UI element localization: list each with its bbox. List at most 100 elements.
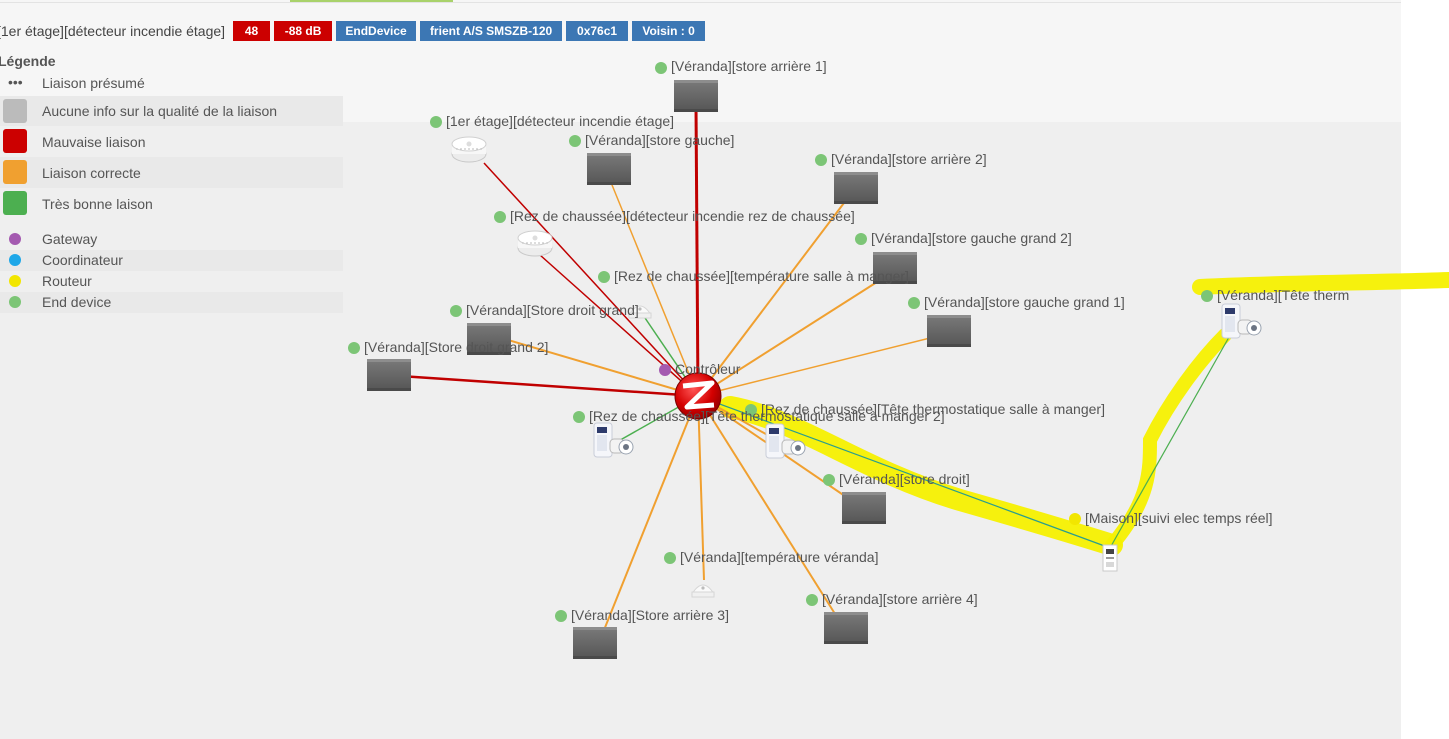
legend-item-bad: Mauvaise liaison <box>0 126 343 157</box>
orange-swatch-icon <box>3 160 27 184</box>
legend-item-router: Routeur <box>0 271 343 292</box>
link-store-gauche-grand-2 <box>697 274 889 397</box>
legend-label: Liaison présumé <box>42 75 145 91</box>
temperature-sensor-icon[interactable] <box>691 584 715 598</box>
end-device-dot-icon <box>598 271 610 283</box>
end-device-dot-icon <box>1201 290 1213 302</box>
end-device-dot-icon <box>573 411 585 423</box>
node-label-tete-thermo-2[interactable]: [Rez de chaussée][Tête thermostatique sa… <box>589 408 945 424</box>
link-temp-veranda <box>697 395 705 581</box>
lqi-badge: 48 <box>233 21 271 41</box>
end-device-dot-icon <box>908 297 920 309</box>
din-rail-meter-icon[interactable] <box>1102 544 1118 572</box>
node-label-store-arriere-1[interactable]: [Véranda][store arrière 1] <box>671 58 827 74</box>
link-detecteur-etage <box>483 162 699 397</box>
dots-icon: ••• <box>8 74 23 90</box>
legend-label: Gateway <box>42 231 98 247</box>
legend-item-ok: Liaison correcte <box>0 157 343 188</box>
shutter-icon[interactable] <box>834 172 878 204</box>
legend-label: Aucune info sur la qualité de la liaison <box>42 103 278 119</box>
legend-label: Liaison correcte <box>42 165 141 181</box>
legend-item-gateway: Gateway <box>0 229 343 250</box>
selected-node-title: [1er étage][détecteur incendie étage] <box>0 23 226 39</box>
thermostatic-valve-icon[interactable] <box>1221 303 1262 339</box>
node-label-detecteur-etage[interactable]: [1er étage][détecteur incendie étage] <box>446 113 674 129</box>
node-label-store-grand-2[interactable]: [Véranda][Store droit grand 2] <box>364 339 548 355</box>
highlight-stroke-up <box>1105 328 1232 552</box>
node-label-suivi-elec[interactable]: [Maison][suivi elec temps réel] <box>1085 510 1273 526</box>
link-tete-veranda <box>1109 329 1234 549</box>
node-label-store-gauche-grand-1[interactable]: [Véranda][store gauche grand 1] <box>924 294 1125 310</box>
node-label-tete-veranda[interactable]: [Véranda][Tête therm <box>1217 287 1349 303</box>
node-label-store-arriere-4[interactable]: [Véranda][store arrière 4] <box>822 591 978 607</box>
node-label-store-arriere-3[interactable]: [Véranda][Store arrière 3] <box>571 607 729 623</box>
device-type-badge: EndDevice <box>336 21 417 41</box>
shutter-icon[interactable] <box>824 612 868 644</box>
red-swatch-icon <box>3 129 27 153</box>
legend-label: Coordinateur <box>42 252 123 268</box>
node-label-temp-salle[interactable]: [Rez de chaussée][température salle à ma… <box>614 268 909 284</box>
router-dot-icon <box>9 275 21 287</box>
smoke-detector-icon[interactable] <box>517 230 553 257</box>
end-device-dot-icon <box>815 154 827 166</box>
neighbors-badge: Voisin : 0 <box>632 21 706 41</box>
legend-item-presumed: ••• Liaison présumé <box>0 72 343 96</box>
router-dot-icon <box>1069 513 1081 525</box>
end-device-dot-icon <box>494 211 506 223</box>
link-store-gauche-grand-1 <box>697 334 943 397</box>
device-icons <box>367 80 1262 659</box>
controller-label: Contrôleur <box>675 361 741 377</box>
legend-label: End device <box>42 294 112 310</box>
end-device-dot-icon <box>655 62 667 74</box>
legend-item-end-device: End device <box>0 292 343 313</box>
shutter-icon[interactable] <box>587 153 631 185</box>
legend-label: Mauvaise liaison <box>42 134 146 150</box>
node-label-tete-thermo-1[interactable]: [Rez de chaussée][Tête thermostatique sa… <box>761 401 1105 417</box>
links <box>399 105 1234 641</box>
node-label-store-droit[interactable]: [Véranda][store droit] <box>839 471 970 487</box>
thermostatic-valve-icon[interactable] <box>593 422 634 458</box>
shutter-icon[interactable] <box>367 359 411 391</box>
coordinator-dot-icon <box>9 254 21 266</box>
legend: Légende ••• Liaison présumé Aucune info … <box>0 50 343 313</box>
grey-swatch-icon <box>3 99 27 123</box>
green-swatch-icon <box>3 191 27 215</box>
link-store-droit-grand <box>507 339 699 397</box>
rssi-badge: -88 dB <box>274 21 333 41</box>
end-device-dot-icon <box>9 296 21 308</box>
address-badge: 0x76c1 <box>566 21 629 41</box>
node-label-temp-veranda[interactable]: [Véranda][température véranda] <box>680 549 878 565</box>
gateway-dot-icon <box>659 364 671 376</box>
end-device-dot-icon <box>348 342 360 354</box>
node-label-store-arriere-2[interactable]: [Véranda][store arrière 2] <box>831 151 987 167</box>
network-graph-panel <box>0 0 1401 739</box>
shutter-icon[interactable] <box>674 80 718 112</box>
gateway-dot-icon <box>9 233 21 245</box>
end-device-dot-icon <box>569 135 581 147</box>
top-accent-strip <box>290 0 453 2</box>
node-label-detecteur-rdc[interactable]: [Rez de chaussée][détecteur incendie rez… <box>510 208 855 224</box>
node-label-store-gauche-grand-2[interactable]: [Véranda][store gauche grand 2] <box>871 230 1072 246</box>
controller-node[interactable]: Contrôleur <box>659 361 741 420</box>
legend-item-good: Très bonne laison <box>0 188 343 229</box>
node-labels: [Véranda][store arrière 1] [1er étage][d… <box>348 58 1349 623</box>
link-store-arriere-4 <box>697 395 843 626</box>
shutter-icon[interactable] <box>573 627 617 659</box>
link-store-grand-2 <box>399 374 699 398</box>
shutter-icon[interactable] <box>927 315 971 347</box>
end-device-dot-icon <box>430 116 442 128</box>
end-device-dot-icon <box>855 233 867 245</box>
end-device-dot-icon <box>664 552 676 564</box>
legend-label: Routeur <box>42 273 92 289</box>
node-label-store-gauche[interactable]: [Véranda][store gauche] <box>585 132 734 148</box>
shutter-icon[interactable] <box>842 492 886 524</box>
node-label-store-droit-grand[interactable]: [Véranda][Store droit grand] <box>466 302 639 318</box>
link-store-arriere-2 <box>697 194 851 397</box>
link-store-arriere-3 <box>599 395 699 641</box>
end-device-dot-icon <box>555 610 567 622</box>
smoke-detector-icon[interactable] <box>451 136 487 163</box>
link-store-gauche <box>609 179 699 397</box>
legend-item-coordinator: Coordinateur <box>0 250 343 271</box>
zigbee-z-mark <box>682 380 715 410</box>
